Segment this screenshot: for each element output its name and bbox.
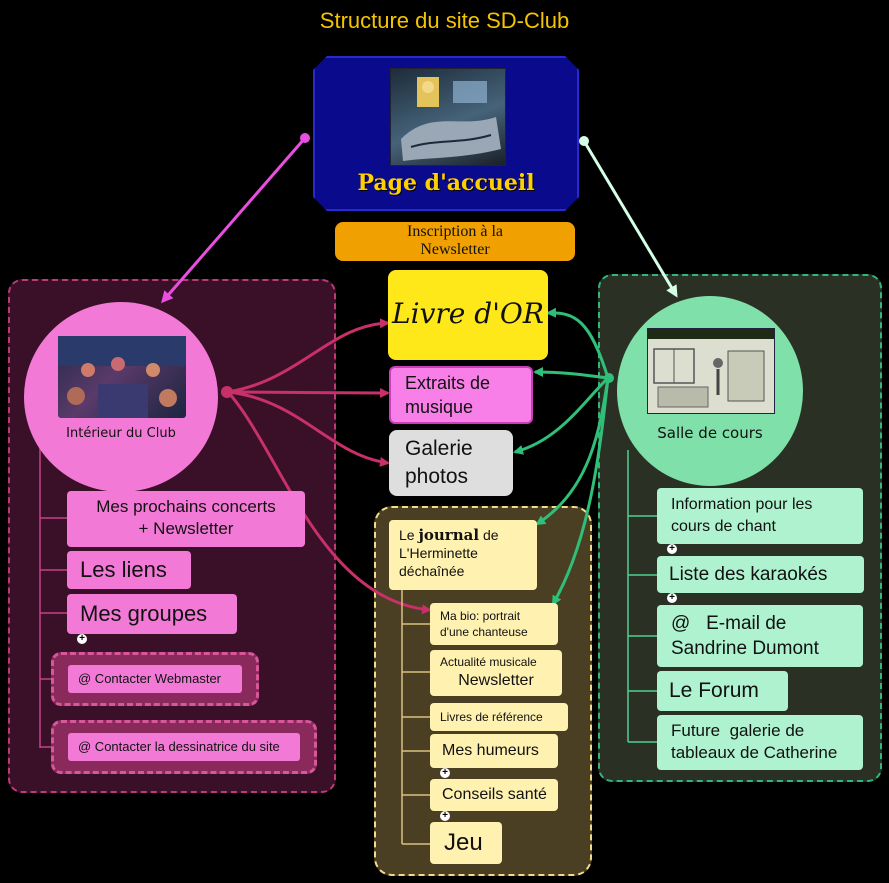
wire-home-salle-dot [579,136,589,146]
galerie-line1: Galerie [405,437,473,460]
galerie-node[interactable]: Galerie photos [389,430,513,496]
liens-node[interactable]: Les liens [67,551,191,589]
info-cours-node[interactable]: Information pour les cours de chant [657,488,863,544]
home-label: Page d'accueil [357,170,535,196]
email-node[interactable]: @ E-mail de Sandrine Dumont [657,605,863,667]
actualite-line1: Actualité musicale [440,655,537,669]
club-label: Intérieur du Club [66,426,176,441]
newsletter-line1: Inscription à la [407,223,503,240]
jeu-node[interactable]: Jeu [430,822,502,864]
galerie-tableaux-line2: tableaux de Catherine [671,743,838,762]
wire-home-club [161,137,307,304]
galerie-tableaux-line1: Future galerie de [671,721,805,740]
livre-dor-node[interactable]: Livre d'OR [388,270,548,360]
wire-salle-livredor [546,307,610,379]
wire-club-livredor [227,318,390,394]
wire-club-hub [221,386,233,398]
extraits-line1: Extraits de [405,373,491,393]
contact-dessinatrice-link[interactable]: @ Contacter la dessinatrice du site [68,733,300,761]
journal-suffix: de [482,527,499,543]
galerie-tableaux-node[interactable]: Future galerie de tableaux de Catherine [657,715,863,770]
newsletter-line2: Newsletter [420,241,490,258]
livres-node[interactable]: Livres de référence [430,703,568,731]
actualite-line2: Newsletter [458,672,534,689]
home-node[interactable]: Page d'accueil [313,56,579,211]
wire-salle-extraits [533,367,609,380]
concerts-node[interactable]: Mes prochains concerts + Newsletter [67,491,305,547]
journal-title-line1: Le journal de [399,526,527,544]
extraits-line2: musique [405,397,474,417]
home-illustration [390,68,506,166]
journal-prefix: Le [399,527,415,543]
galerie-line2: photos [405,465,469,488]
wire-club-extraits [227,387,390,398]
sante-node[interactable]: Conseils santé [430,779,558,811]
salle-illustration [647,328,775,414]
wire-salle-hub [604,373,614,383]
journal-bold: journal [418,526,480,544]
diagram-title: Structure du site SD-Club [319,8,570,33]
email-line1: @ E-mail de [671,613,787,634]
forum-node[interactable]: Le Forum [657,671,788,711]
bio-line1: Ma bio: portrait [440,609,521,623]
wire-club-galerie [227,390,390,467]
humeurs-node[interactable]: Mes humeurs [430,734,558,768]
newsletter-signup[interactable]: Inscription à la Newsletter [335,222,575,261]
contact-dessinatrice-box: @ Contacter la dessinatrice du site [51,720,317,774]
journal-line3: déchaînée [399,563,465,579]
wire-salle-galerie [513,376,610,455]
expand-plus-icon[interactable]: + [667,544,677,554]
wire-club-bio [226,390,432,615]
wire-home-club-dot [300,133,310,143]
journal-node[interactable]: Le journal de L'Herminette déchaînée [389,520,537,590]
expand-plus-icon[interactable]: + [667,593,677,603]
expand-plus-icon[interactable]: + [440,768,450,778]
expand-plus-icon[interactable]: + [77,634,87,644]
journal-line2: L'Herminette [399,545,478,561]
salle-node[interactable]: Salle de cours [617,296,803,486]
club-node[interactable]: Intérieur du Club [24,302,218,492]
expand-plus-icon[interactable]: + [440,811,450,821]
extraits-node[interactable]: Extraits de musique [389,366,533,424]
concerts-line2: + Newsletter [138,519,234,538]
bio-line2: d'une chanteuse [440,625,528,639]
bio-node[interactable]: Ma bio: portrait d'une chanteuse [430,603,558,645]
concerts-line1: Mes prochains concerts [96,497,276,516]
contact-webmaster-box: @ Contacter Webmaster [51,652,259,706]
salle-label: Salle de cours [657,424,763,442]
wire-home-salle [582,140,678,298]
actualite-node[interactable]: Actualité musicale Newsletter [430,650,562,696]
info-line1: Information pour les [671,496,813,513]
club-illustration [58,336,186,418]
email-line2: Sandrine Dumont [671,638,819,659]
info-line2: cours de chant [671,518,776,535]
wire-salle-bio [551,377,610,606]
groupes-node[interactable]: Mes groupes [67,594,237,634]
karaoke-node[interactable]: Liste des karaokés [657,556,864,593]
contact-webmaster-link[interactable]: @ Contacter Webmaster [68,665,242,693]
